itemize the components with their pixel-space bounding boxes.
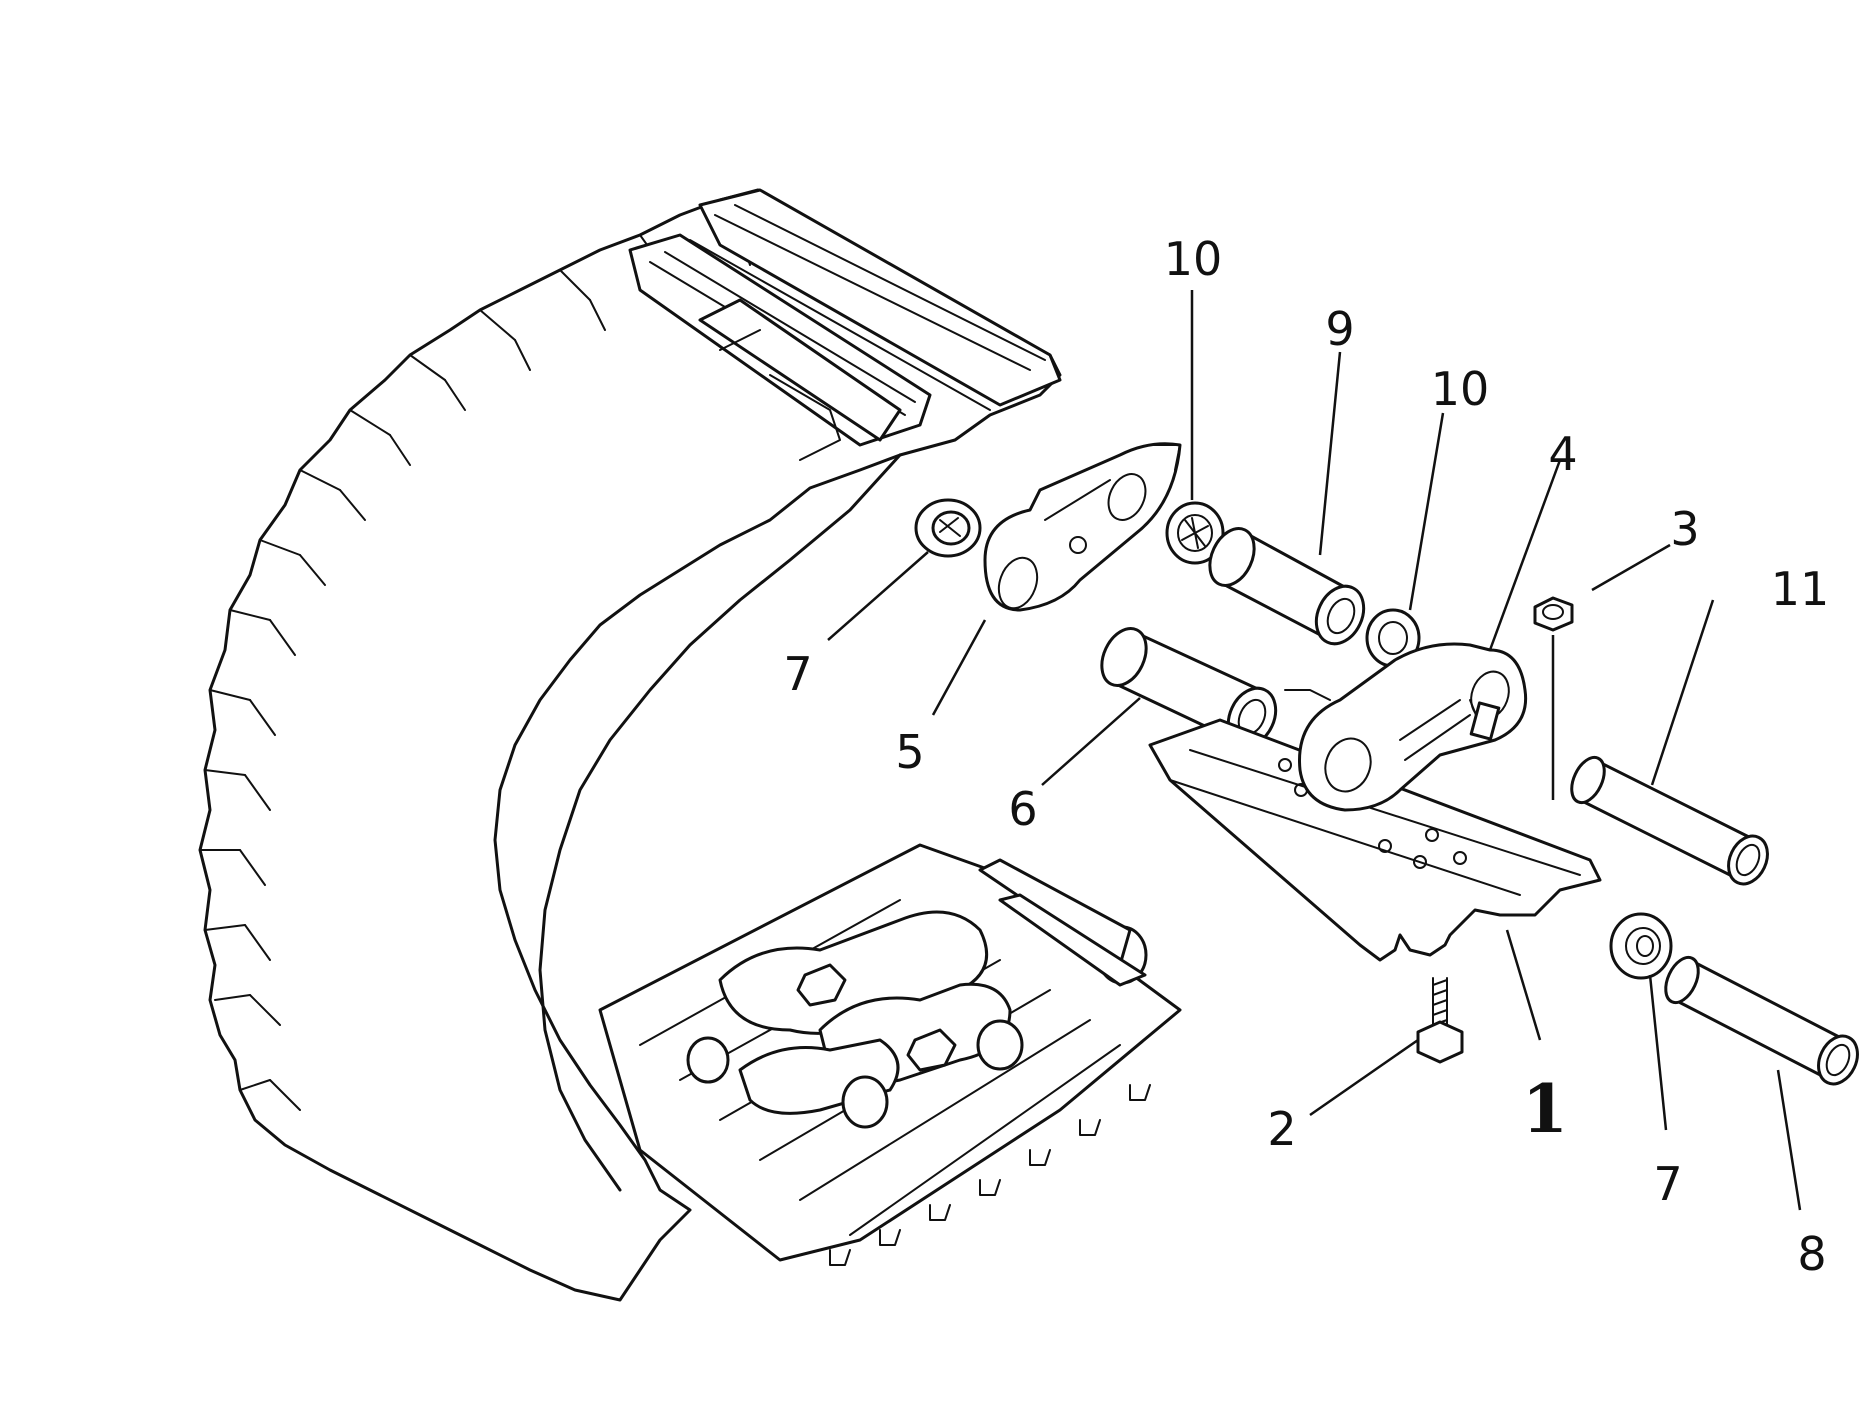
callout-6: 6: [1008, 782, 1037, 836]
track-shoe-outer-edge: [198, 188, 1062, 1302]
part-3-nut: [1533, 596, 1574, 632]
grouser-teeth: [199, 199, 751, 1111]
callout-labels: 10 9 10 4 3 11 7 5 6 2 1 7 8: [783, 232, 1829, 1281]
part-5-link-left: [983, 442, 1182, 612]
part-2-bolt: [1416, 977, 1464, 1064]
part-7-seal-right: [1609, 912, 1673, 980]
leader-lines: [827, 290, 1802, 1211]
part-10-seal-upper: [1165, 501, 1225, 565]
part-7-seal-left: [914, 498, 982, 558]
part-1-track-shoe: [1148, 689, 1602, 962]
callout-9: 9: [1325, 302, 1354, 356]
callout-4: 4: [1548, 427, 1577, 481]
part-8-pin: [1664, 955, 1859, 1086]
track-assembly: [198, 188, 1182, 1302]
part-11-pin: [1570, 755, 1769, 886]
callout-7-left: 7: [783, 647, 812, 701]
callout-3: 3: [1670, 502, 1699, 556]
callout-5: 5: [895, 725, 924, 779]
callout-8: 8: [1797, 1227, 1826, 1281]
part-9-bushing: [1208, 527, 1366, 646]
callout-11: 11: [1771, 562, 1830, 616]
bottom-track-chain: [598, 843, 1182, 1266]
top-track-shoes: [628, 188, 1062, 461]
callout-10-upper: 10: [1164, 232, 1223, 286]
callout-10-lower: 10: [1431, 362, 1490, 416]
callout-1: 1: [1522, 1070, 1568, 1148]
callout-2: 2: [1267, 1102, 1296, 1156]
callout-7-right: 7: [1653, 1157, 1682, 1211]
part-4-link-right: [1298, 642, 1528, 812]
track-inner-rim: [538, 453, 902, 1192]
